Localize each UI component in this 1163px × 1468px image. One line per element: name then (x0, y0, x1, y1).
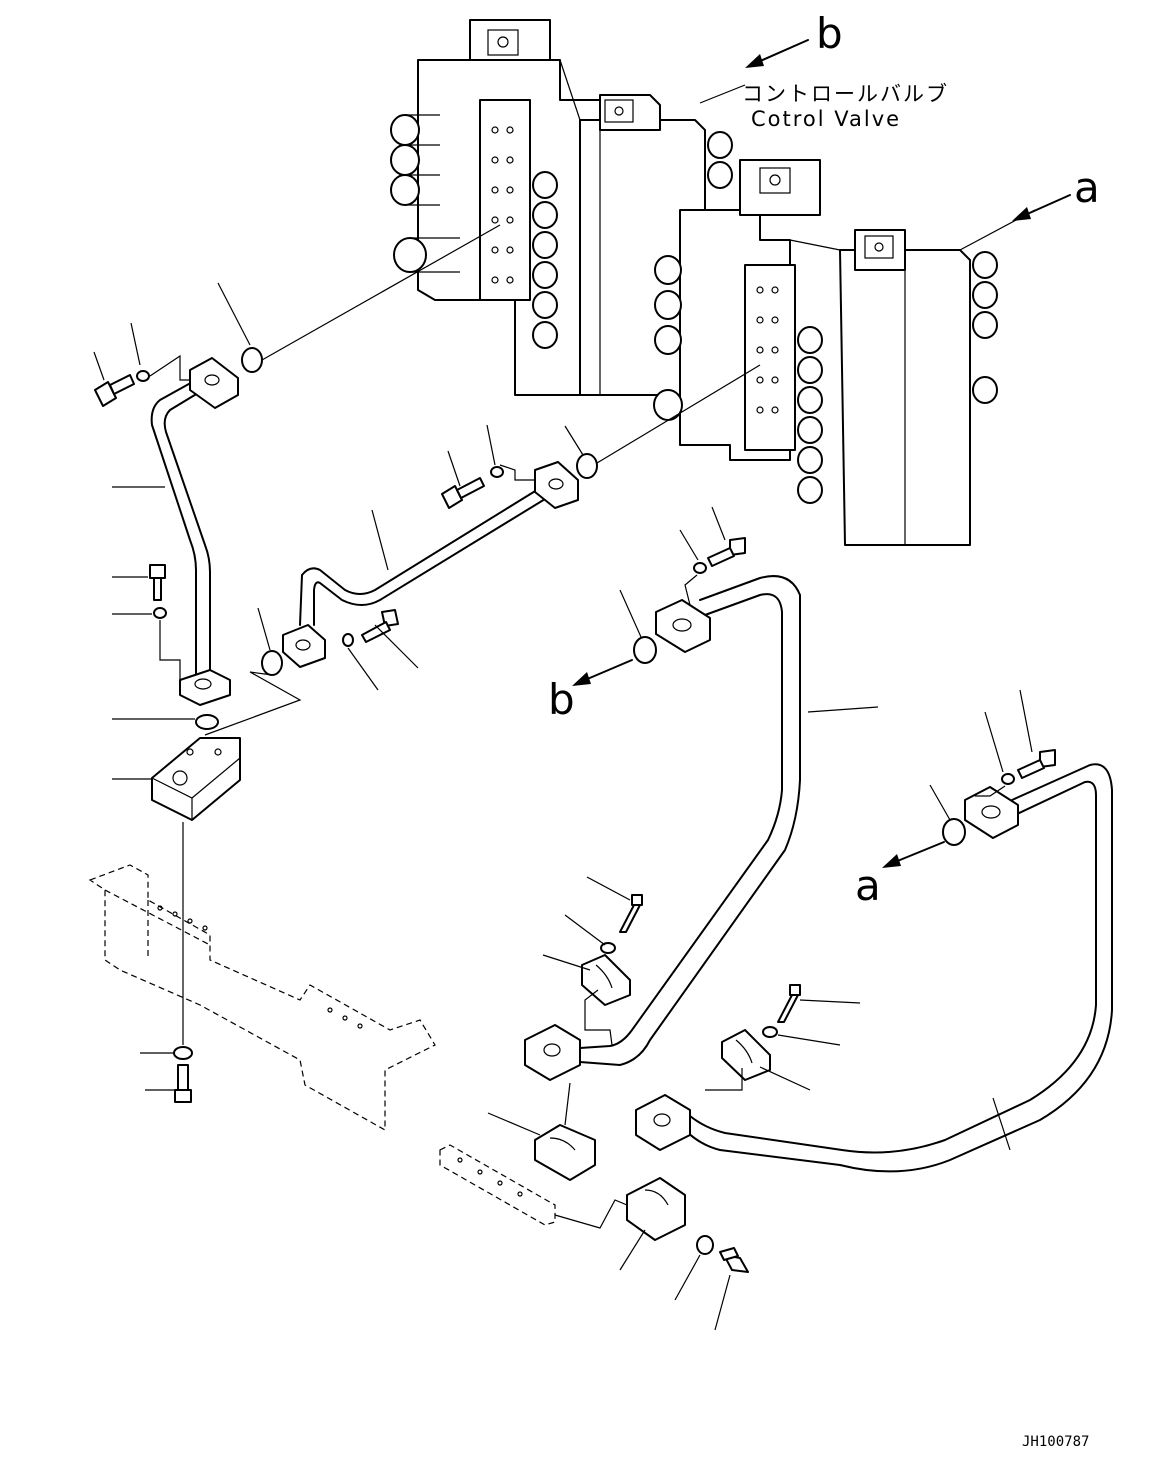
leader-lines (93, 84, 1036, 1331)
arrow-icon (572, 39, 1071, 868)
pipe-middle-icon (282, 461, 579, 668)
frame-icon (88, 864, 436, 1132)
drawing-code: JH100787 (1022, 1434, 1089, 1450)
control-valve-label-jp: コントロールバルブ (742, 82, 949, 106)
label-a-top: a (1074, 163, 1100, 212)
bolt-icon (94, 374, 1056, 1273)
control-valve-label-en: Cotrol Valve (751, 107, 901, 131)
control-valve-right-icon (653, 159, 998, 546)
o-ring-icon (195, 347, 966, 846)
label-b-top: b (816, 9, 843, 58)
control-valve-left-icon (390, 19, 733, 396)
bracket-icon (439, 1144, 556, 1226)
washer-icon (136, 370, 1015, 1255)
clamp-icon (534, 954, 771, 1241)
label-b-mid: b (548, 675, 575, 724)
label-a-mid: a (855, 861, 881, 910)
pipe-b-icon (524, 575, 801, 1081)
block-icon (151, 737, 241, 821)
pipe-a-icon (635, 763, 1113, 1173)
pipe-left-icon (150, 357, 239, 706)
